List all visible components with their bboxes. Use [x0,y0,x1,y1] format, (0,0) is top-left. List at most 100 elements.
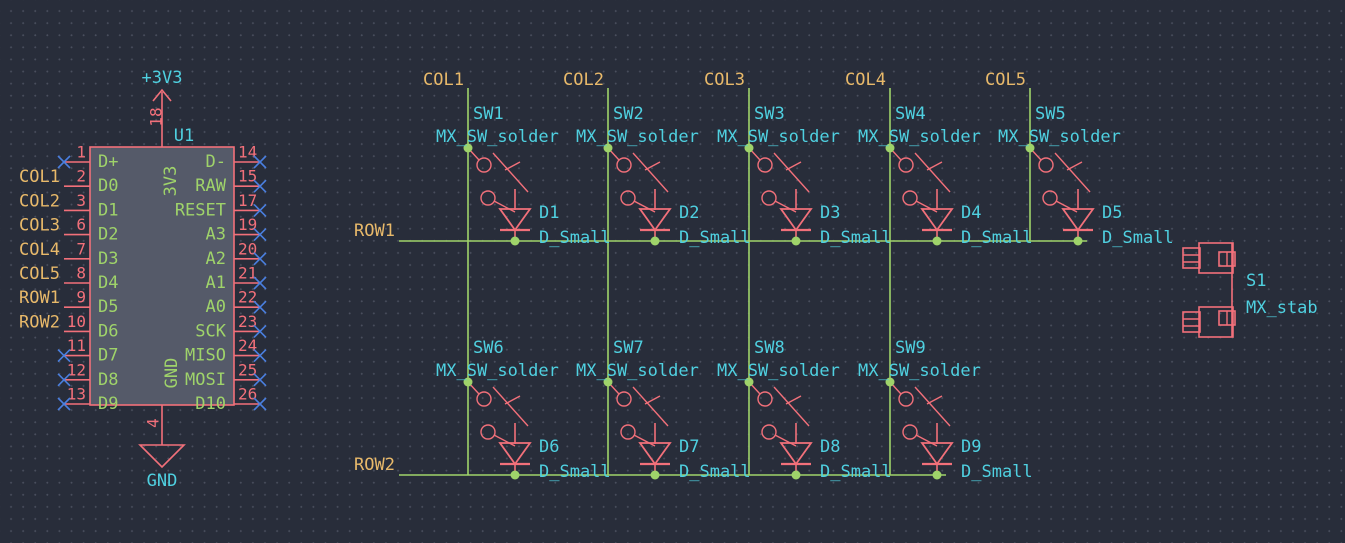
net-label-ROW2[interactable]: ROW2 [19,312,60,332]
junction-dot [1025,143,1035,153]
component-d3[interactable]: D3D_Small [779,189,892,248]
net-label-COL4[interactable]: COL4 [845,70,886,90]
u1-body[interactable] [89,146,235,406]
u1-pin-left-Dplus[interactable]: D+1 [57,143,118,173]
row-net-ROW2[interactable]: ROW2 [354,455,946,476]
net-label-COL5[interactable]: COL5 [985,70,1026,90]
junction-dot [603,377,613,387]
component-d6[interactable]: D6D_Small [498,423,611,482]
diode-reference: D1 [539,203,559,223]
no-connect-stroke [253,228,267,242]
component-d7[interactable]: D7D_Small [638,423,751,482]
pin-name: RAW [195,176,226,196]
no-connect-icon [253,349,267,363]
net-label-COL2[interactable]: COL2 [19,191,60,211]
pin-number: 23 [238,312,257,331]
component-d2[interactable]: D2D_Small [638,189,751,248]
switch-actuator-icon [914,152,951,193]
gnd-pin-number: 4 [144,418,163,428]
component-u1[interactable]: U1 [89,126,235,406]
pin-number: 3 [76,191,86,210]
junction-dot [510,236,520,246]
u1-pin-right-A3[interactable]: A3 19 [206,215,267,245]
switch-actuator-tick-icon [926,395,943,405]
net-label-COL3[interactable]: COL3 [19,216,60,236]
pin-name: D+ [98,152,118,172]
u1-pin-right-Dminus[interactable]: D-14 [206,143,267,173]
no-connect-stroke [253,276,267,290]
junction-dot [744,143,754,153]
net-label-COL2[interactable]: COL2 [563,70,604,90]
pin-name: A3 [206,225,226,245]
switch-value: MX_SW_solder [436,361,559,381]
net-label-ROW2[interactable]: ROW2 [354,455,395,475]
column-net-COL5[interactable]: COL5 [985,70,1031,241]
pin-number: 24 [238,336,257,355]
switch-value: MX_SW_solder [717,361,840,381]
diode-value: D_Small [820,462,892,482]
component-d4[interactable]: D4D_Small [920,189,1033,248]
pin-number: 6 [76,215,86,234]
net-label-COL3[interactable]: COL3 [704,70,745,90]
net-label-COL1[interactable]: COL1 [423,70,464,90]
pin-number: 20 [238,239,257,258]
component-d9[interactable]: D9D_Small [920,423,1033,482]
net-label-COL5[interactable]: COL5 [19,264,60,284]
component-d8[interactable]: D8D_Small [779,423,892,482]
pin-number: 19 [238,215,257,234]
diode-reference: D6 [539,437,559,457]
switch-reference: SW2 [613,104,644,124]
switch-contact-top-icon [1038,157,1054,173]
net-label-ROW1[interactable]: ROW1 [354,221,395,241]
switch-contact-top-icon [476,391,492,407]
pin-number: 2 [76,167,86,186]
no-connect-icon [253,300,267,314]
switch-actuator-tick-icon [504,161,521,171]
net-label-COL1[interactable]: COL1 [19,167,60,187]
net-label-ROW1[interactable]: ROW1 [19,288,60,308]
gnd-pin-name: GND [162,358,182,389]
junction-dot [603,143,613,153]
switch-lead-bottom [774,200,797,213]
pin-name: D7 [98,346,118,366]
component-d1[interactable]: D1D_Small [498,189,611,248]
pin-name: MOSI [185,370,226,390]
component-d5[interactable]: D5D_Small [1061,189,1174,248]
switch-reference: SW5 [1035,104,1066,124]
net-label-COL4[interactable]: COL4 [19,240,60,260]
pin-name: D8 [98,370,118,390]
